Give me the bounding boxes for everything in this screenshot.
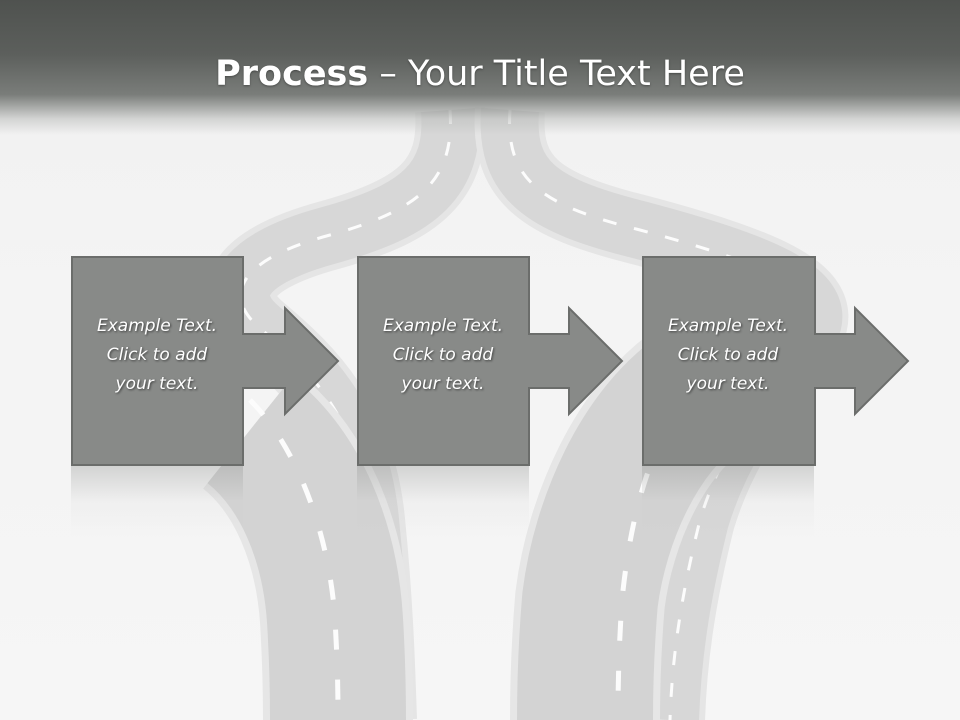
arrow-box-shape xyxy=(357,256,624,466)
title-rest: – Your Title Text Here xyxy=(368,54,745,94)
step-text-line: Click to add xyxy=(677,345,779,365)
step-text-line: Example Text. xyxy=(667,316,789,336)
process-step-3[interactable]: Example Text. Click to add your text. xyxy=(642,256,960,536)
step-text-line: your text. xyxy=(686,374,770,394)
step-text[interactable]: Example Text. Click to add your text. xyxy=(75,312,239,399)
title-bar xyxy=(0,0,960,135)
box-reflection xyxy=(71,466,243,536)
road-lower-left xyxy=(201,371,413,720)
title-bold: Process xyxy=(215,54,369,94)
arrow-box-shape xyxy=(642,256,910,466)
step-text-line: your text. xyxy=(115,374,199,394)
step-text-line: your text. xyxy=(401,374,485,394)
step-text[interactable]: Example Text. Click to add your text. xyxy=(646,312,810,399)
step-text-line: Click to add xyxy=(392,345,494,365)
process-step-1[interactable]: Example Text. Click to add your text. xyxy=(71,256,411,536)
step-text-line: Example Text. xyxy=(96,316,218,336)
step-text-line: Click to add xyxy=(106,345,208,365)
box-reflection xyxy=(642,466,814,536)
step-text-line: Example Text. xyxy=(382,316,504,336)
process-step-2[interactable]: Example Text. Click to add your text. xyxy=(357,256,697,536)
box-reflection xyxy=(357,466,529,536)
slide-title[interactable]: Process – Your Title Text Here xyxy=(0,52,960,96)
arrow-box-shape xyxy=(71,256,340,466)
step-text[interactable]: Example Text. Click to add your text. xyxy=(361,312,525,399)
